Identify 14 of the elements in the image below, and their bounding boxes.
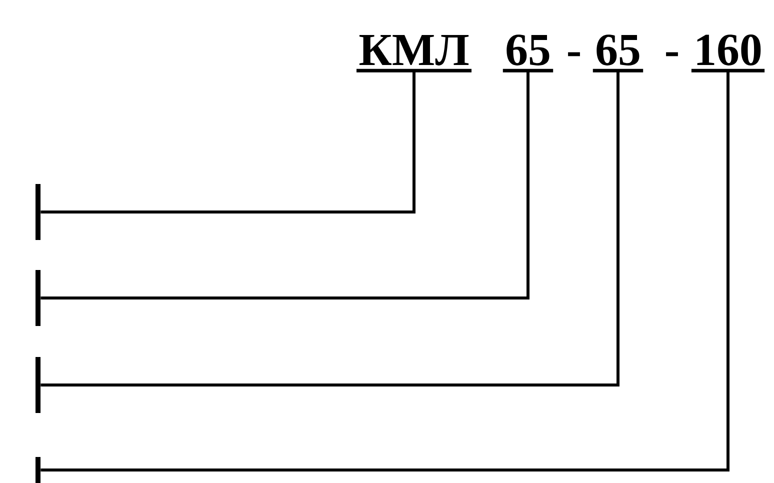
code-segment: 160 (691, 34, 765, 72)
bar-mark (36, 456, 40, 483)
leader-line (40, 70, 730, 472)
code-segment: КМЛ (356, 35, 472, 72)
bar-mark (36, 184, 40, 240)
hyphen: - (568, 52, 580, 56)
code-segment: 65 (592, 34, 644, 72)
bar-mark (36, 270, 40, 326)
code-segment: 65 (502, 34, 554, 72)
leader-line (40, 70, 416, 214)
leader-line (40, 70, 530, 300)
bar-mark (36, 356, 40, 413)
leader-line (40, 70, 620, 386)
hyphen: - (666, 52, 678, 56)
